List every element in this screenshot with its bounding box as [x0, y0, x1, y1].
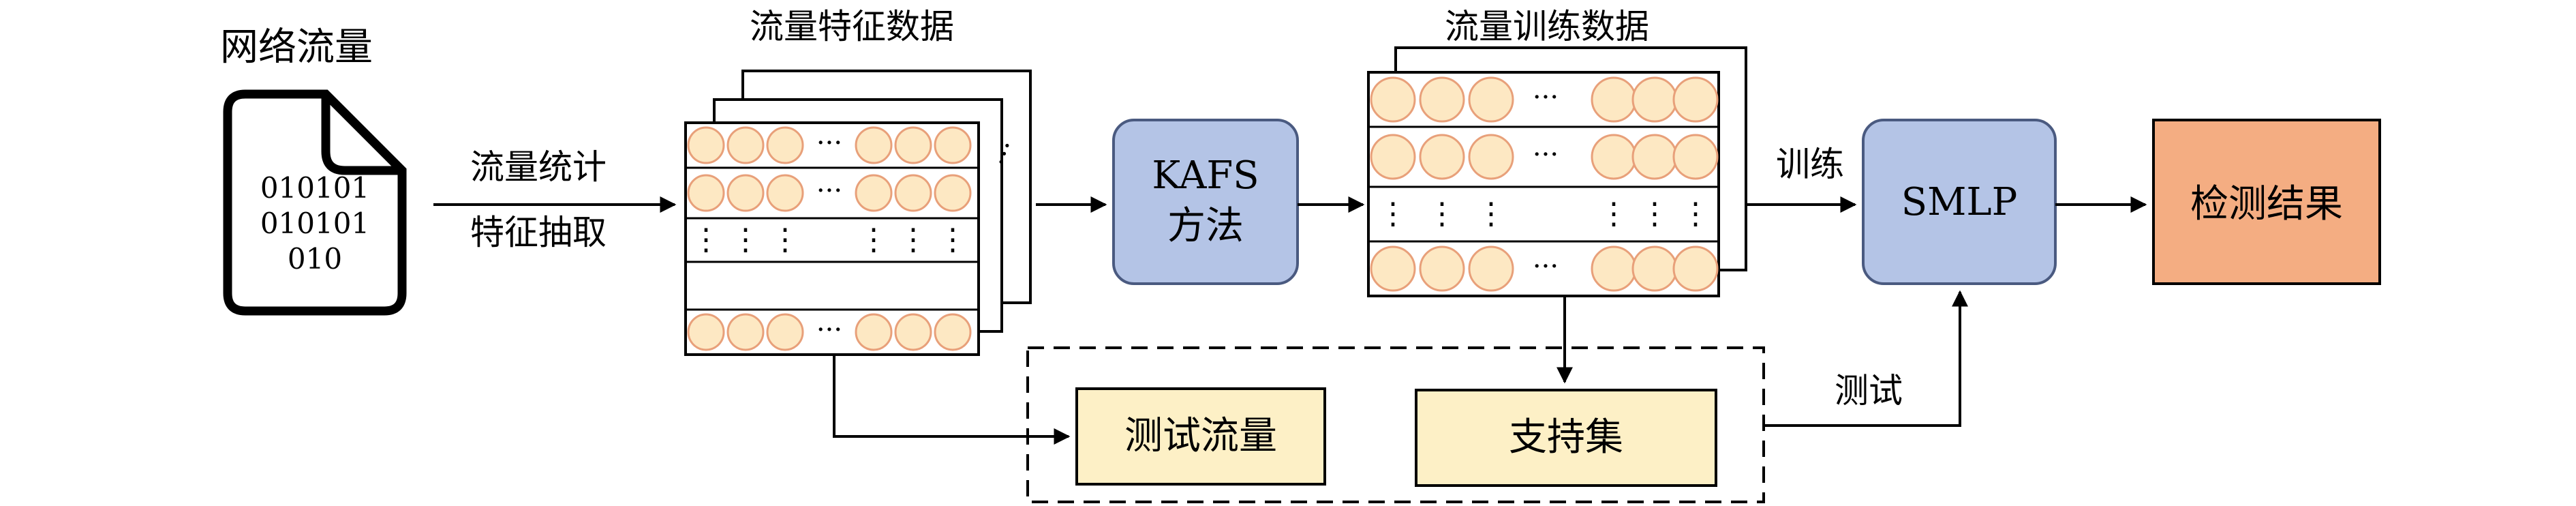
feature-circle [1419, 134, 1465, 180]
feature-rows: ··· ··· ⋮ ⋮ ⋮ ⋮ ⋮ ⋮ ··· [687, 126, 972, 351]
feature-circle [1631, 76, 1678, 123]
row-ellipsis: ··· [816, 128, 842, 159]
feature-circle [726, 313, 765, 351]
row-ellipsis: ··· [1533, 82, 1559, 113]
vertical-dots: ⋮ [898, 222, 928, 257]
file-binary-line-2: 010101 [260, 207, 369, 240]
feature-circle [726, 126, 765, 164]
detection-result-box: 检测结果 [2152, 119, 2381, 285]
extraction-label-line-2: 特征抽取 [470, 213, 607, 252]
training-rows: ··· ··· ⋮ ⋮ ⋮ ⋮ ⋮ ⋮ ··· [1370, 76, 1719, 292]
feature-circle [1631, 134, 1678, 180]
feature-circle [894, 174, 932, 212]
feature-circle [1672, 76, 1719, 123]
feature-circle [687, 174, 725, 212]
extraction-label-line-1: 流量统计 [470, 147, 607, 187]
feature-circle [934, 126, 972, 164]
smlp-box: SMLP [1862, 119, 2057, 285]
vertical-dots: ⋮ [691, 222, 721, 257]
test-traffic-box: 测试流量 [1075, 387, 1326, 486]
feature-circle [1468, 76, 1514, 123]
vertical-dots: ⋮ [1378, 196, 1408, 231]
feature-circle [1370, 134, 1416, 180]
vertical-dots: ⋮ [1681, 196, 1711, 231]
file-icon: 010101 010101 010 [223, 89, 407, 316]
feature-circle [1468, 245, 1514, 292]
feature-circle [726, 174, 765, 212]
vertical-dots: ⋮ [859, 222, 889, 257]
feature-circle [1370, 76, 1416, 123]
feature-circle [855, 174, 893, 212]
feature-circle [687, 313, 725, 351]
test-arrow [1764, 290, 1968, 427]
feature-data-stack: ··· ··· ··· ⋮ ⋮ ⋮ ⋮ ⋮ ⋮ ··· [684, 70, 1032, 356]
row-ellipsis: ··· [816, 314, 842, 346]
feature-circle [1591, 134, 1637, 180]
row-ellipsis: ··· [1533, 139, 1559, 170]
feature-circle [894, 126, 932, 164]
feature-circle [1672, 134, 1719, 180]
feature-circle [1419, 76, 1465, 123]
network-traffic-label: 网络流量 [220, 25, 373, 70]
test-label: 测试 [1835, 371, 1903, 411]
arrow-to-test-traffic [833, 355, 1071, 445]
feature-circle [855, 126, 893, 164]
smlp-label: SMLP [1901, 180, 2018, 224]
vertical-dots: ⋮ [1640, 196, 1670, 231]
file-binary-line-3: 010 [288, 242, 342, 276]
feature-circle [1591, 245, 1637, 292]
row-ellipsis: ··· [1533, 251, 1559, 282]
feature-circle [894, 313, 932, 351]
feature-circle [1468, 134, 1514, 180]
feature-circle [1591, 76, 1637, 123]
row-ellipsis: ··· [816, 175, 842, 207]
feature-circle [1370, 245, 1416, 292]
support-set-label: 支持集 [1509, 415, 1623, 460]
feature-circle [1631, 245, 1678, 292]
vertical-dots: ⋮ [731, 222, 761, 257]
feature-circle [766, 174, 804, 212]
feature-circle [934, 313, 972, 351]
vertical-dots: ⋮ [1599, 196, 1629, 231]
feature-stack-front-sheet [684, 121, 980, 356]
vertical-dots: ⋮ [770, 222, 800, 257]
feature-circle [766, 126, 804, 164]
kafs-method-box: KAFS 方法 [1112, 119, 1299, 285]
detection-result-label: 检测结果 [2190, 182, 2343, 226]
feature-data-label: 流量特征数据 [750, 7, 954, 46]
train-label: 训练 [1776, 145, 1844, 184]
feature-circle [934, 174, 972, 212]
test-traffic-label: 测试流量 [1124, 414, 1277, 458]
feature-circle [687, 126, 725, 164]
feature-circle [1672, 245, 1719, 292]
training-data-stack: ··· ··· ⋮ ⋮ ⋮ ⋮ ⋮ ⋮ ··· [1367, 46, 1747, 297]
feature-circle [855, 313, 893, 351]
kafs-label-line-2: 方法 [1167, 204, 1244, 248]
support-set-box: 支持集 [1415, 389, 1717, 487]
vertical-dots: ⋮ [1476, 196, 1506, 231]
feature-circle [766, 313, 804, 351]
kafs-label-line-1: KAFS [1152, 153, 1259, 198]
training-data-label: 流量训练数据 [1445, 7, 1649, 46]
file-binary-line-1: 010101 [260, 171, 369, 205]
vertical-dots: ⋮ [1427, 196, 1457, 231]
feature-circle [1419, 245, 1465, 292]
vertical-dots: ⋮ [938, 222, 968, 257]
